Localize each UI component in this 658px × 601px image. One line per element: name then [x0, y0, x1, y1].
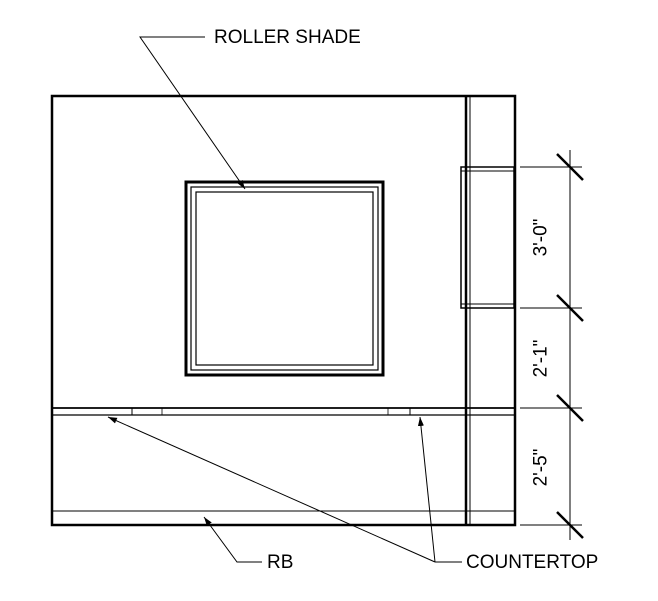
leader-countertop — [107, 416, 462, 563]
dimension-string — [520, 150, 584, 540]
dim-tick-2 — [556, 294, 584, 322]
wall-outline — [50, 94, 517, 527]
label-rb: RB — [267, 552, 294, 573]
label-roller-shade: ROLLER SHADE — [214, 27, 361, 48]
window-roller-shade — [184, 180, 385, 377]
leader-rb — [203, 516, 262, 563]
dim-tick-4 — [556, 511, 584, 539]
side-cabinet — [460, 166, 515, 309]
dimension-middle: 2'-1" — [530, 339, 552, 378]
pilaster — [464, 96, 471, 525]
label-countertop: COUNTERTOP — [466, 552, 599, 573]
dim-tick-3 — [556, 394, 584, 422]
countertop-band — [52, 407, 515, 416]
dimension-lower: 2'-5" — [530, 448, 552, 487]
dimension-upper: 3'-0" — [530, 218, 552, 257]
dim-tick-1 — [556, 153, 584, 181]
leader-roller-shade — [139, 36, 246, 190]
